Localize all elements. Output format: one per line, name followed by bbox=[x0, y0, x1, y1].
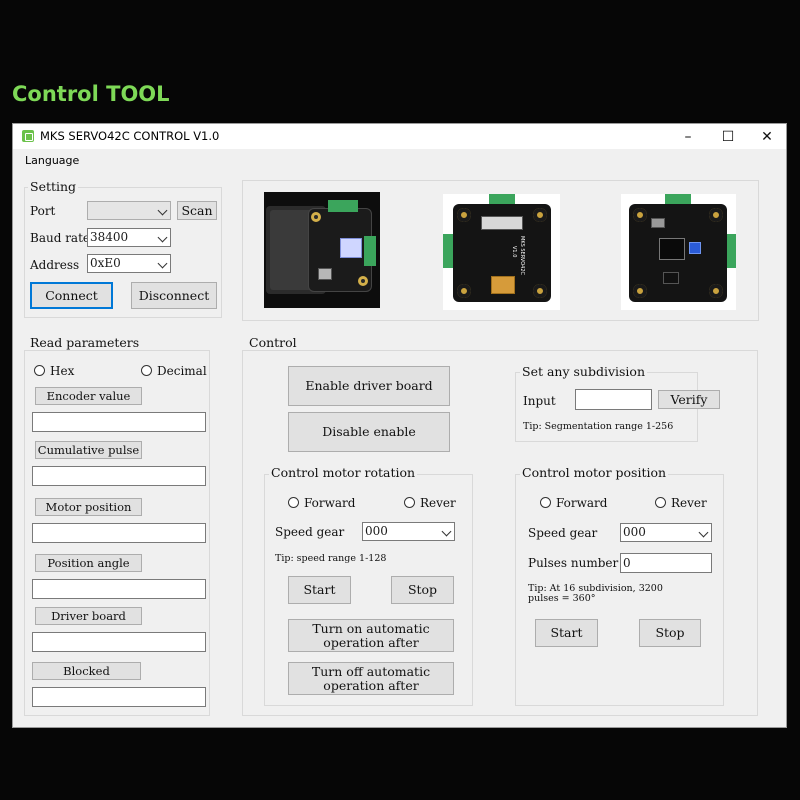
read-parameters-group bbox=[24, 350, 210, 716]
app-icon bbox=[22, 130, 34, 142]
driver-board-button[interactable]: Driver board bbox=[35, 607, 142, 625]
turn-on-line1: Turn on automatic bbox=[312, 621, 430, 637]
read-parameters-title: Read parameters bbox=[28, 335, 142, 350]
subdivision-title: Set any subdivision bbox=[520, 364, 648, 379]
blocked-button[interactable]: Blocked bbox=[32, 662, 141, 680]
rotation-forward-label: Forward bbox=[304, 496, 356, 510]
rotation-start-button[interactable]: Start bbox=[288, 576, 351, 604]
position-forward-radio[interactable] bbox=[540, 497, 551, 508]
chevron-down-icon bbox=[157, 205, 168, 216]
rotation-stop-button[interactable]: Stop bbox=[391, 576, 454, 604]
app-window: MKS SERVO42C CONTROL V1.0 – ☐ ✕ Language… bbox=[12, 123, 787, 728]
rotation-speed-select[interactable]: 000 bbox=[362, 522, 455, 541]
window-title: MKS SERVO42C CONTROL V1.0 bbox=[40, 129, 220, 143]
turn-off-line2: operation after bbox=[323, 677, 419, 693]
product-image-panel bbox=[242, 180, 759, 321]
close-icon[interactable]: ✕ bbox=[761, 129, 773, 145]
chevron-down-icon bbox=[441, 526, 452, 537]
motor-with-board-image bbox=[264, 192, 380, 308]
position-forward-label: Forward bbox=[556, 496, 608, 510]
port-label: Port bbox=[30, 204, 56, 218]
control-title: Control bbox=[247, 335, 299, 350]
board-silkscreen-label: MKS SERVO42C bbox=[519, 236, 525, 276]
menu-bar: Language bbox=[13, 149, 786, 171]
address-select[interactable]: 0xE0 bbox=[87, 254, 171, 273]
board-back-image bbox=[621, 194, 736, 310]
connect-button[interactable]: Connect bbox=[30, 282, 113, 309]
rotation-speed-tip: Tip: speed range 1-128 bbox=[275, 553, 387, 564]
cumulative-pulse-button[interactable]: Cumulative pulse bbox=[35, 441, 142, 459]
rotation-speed-label: Speed gear bbox=[275, 525, 345, 539]
page-banner-title: Control TOOL bbox=[12, 82, 170, 106]
position-stop-button[interactable]: Stop bbox=[639, 619, 701, 647]
address-label: Address bbox=[30, 258, 80, 272]
setting-group bbox=[24, 187, 222, 318]
title-bar: MKS SERVO42C CONTROL V1.0 – ☐ ✕ bbox=[13, 124, 786, 149]
turn-on-line2: operation after bbox=[323, 634, 419, 650]
decimal-label: Decimal bbox=[157, 364, 207, 378]
chevron-down-icon bbox=[698, 527, 709, 538]
position-tip-line2: pulses = 360° bbox=[528, 593, 596, 604]
turn-off-automatic-button[interactable]: Turn off automatic operation after bbox=[288, 662, 454, 695]
setting-title: Setting bbox=[28, 179, 79, 194]
motor-position-title: Control motor position bbox=[520, 465, 669, 480]
rotation-speed-value: 000 bbox=[365, 524, 388, 538]
hex-label: Hex bbox=[50, 364, 75, 378]
position-speed-select[interactable]: 000 bbox=[620, 523, 712, 542]
maximize-icon[interactable]: ☐ bbox=[721, 129, 735, 145]
minimize-icon[interactable]: – bbox=[684, 129, 692, 145]
hex-radio[interactable] bbox=[34, 365, 45, 376]
position-tip-line1: Tip: At 16 subdivision, 3200 bbox=[528, 583, 663, 594]
rotation-rever-label: Rever bbox=[420, 496, 456, 510]
port-select[interactable] bbox=[87, 201, 171, 220]
turn-on-automatic-button[interactable]: Turn on automatic operation after bbox=[288, 619, 454, 652]
driver-board-field[interactable] bbox=[32, 632, 206, 652]
motor-position-button[interactable]: Motor position bbox=[35, 498, 142, 516]
disable-enable-button[interactable]: Disable enable bbox=[288, 412, 450, 452]
decimal-radio[interactable] bbox=[141, 365, 152, 376]
baud-rate-select[interactable]: 38400 bbox=[87, 228, 171, 247]
baud-rate-label: Baud rate bbox=[30, 231, 91, 245]
verify-button[interactable]: Verify bbox=[658, 390, 720, 409]
position-speed-value: 000 bbox=[623, 525, 646, 539]
turn-off-line1: Turn off automatic bbox=[311, 664, 431, 680]
encoder-value-field[interactable] bbox=[32, 412, 206, 432]
blocked-field[interactable] bbox=[32, 687, 206, 707]
scan-button[interactable]: Scan bbox=[177, 201, 217, 220]
cumulative-pulse-field[interactable] bbox=[32, 466, 206, 486]
position-angle-field[interactable] bbox=[32, 579, 206, 599]
subdivision-tip: Tip: Segmentation range 1-256 bbox=[523, 421, 674, 432]
menu-language[interactable]: Language bbox=[25, 154, 80, 167]
board-silkscreen-version: V1.0 bbox=[511, 246, 517, 258]
position-speed-label: Speed gear bbox=[528, 526, 598, 540]
chevron-down-icon bbox=[157, 258, 168, 269]
motor-rotation-title: Control motor rotation bbox=[269, 465, 418, 480]
enable-driver-board-button[interactable]: Enable driver board bbox=[288, 366, 450, 406]
position-angle-button[interactable]: Position angle bbox=[35, 554, 142, 572]
encoder-value-button[interactable]: Encoder value bbox=[35, 387, 142, 405]
rotation-rever-radio[interactable] bbox=[404, 497, 415, 508]
motor-position-field[interactable] bbox=[32, 523, 206, 543]
disconnect-button[interactable]: Disconnect bbox=[131, 282, 217, 309]
baud-rate-value: 38400 bbox=[90, 230, 129, 244]
pulses-number-field[interactable]: 0 bbox=[620, 553, 712, 573]
subdivision-input-label: Input bbox=[523, 394, 556, 408]
position-rever-radio[interactable] bbox=[655, 497, 666, 508]
position-start-button[interactable]: Start bbox=[535, 619, 598, 647]
pulses-number-label: Pulses number bbox=[528, 556, 619, 570]
address-value: 0xE0 bbox=[90, 256, 121, 270]
chevron-down-icon bbox=[157, 232, 168, 243]
rotation-forward-radio[interactable] bbox=[288, 497, 299, 508]
position-rever-label: Rever bbox=[671, 496, 707, 510]
control-group bbox=[242, 350, 758, 716]
board-front-image: MKS SERVO42C V1.0 bbox=[443, 194, 560, 310]
subdivision-input[interactable] bbox=[575, 389, 652, 410]
